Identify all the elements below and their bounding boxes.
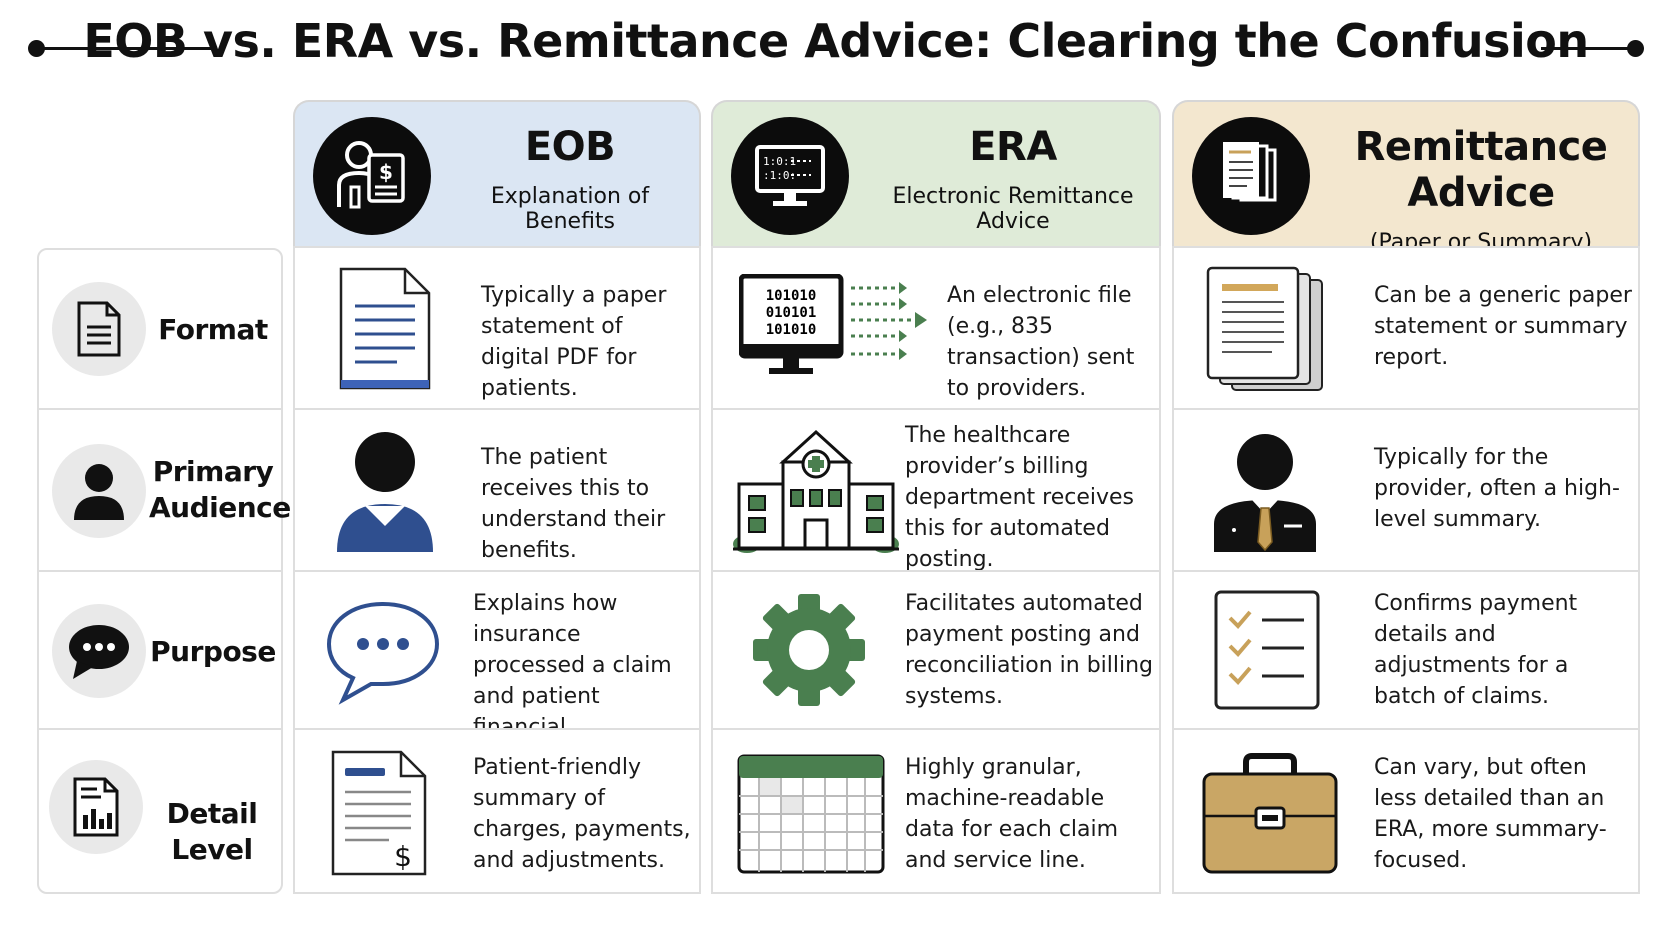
cell-audience-ra: Typically for the provider, often a high… — [1172, 408, 1640, 572]
cell-text: The healthcare provider’s billing depart… — [905, 423, 1135, 572]
person-with-statement-icon: $ — [313, 117, 431, 235]
cell-audience-era: The healthcare provider’s billing depart… — [711, 408, 1161, 572]
column-header-ra-text: Remittance Advice (Paper or Summary) — [1324, 124, 1638, 255]
cell-format-ra: Can be a generic paper statement or summ… — [1172, 246, 1640, 410]
row-label-format: Format — [37, 248, 283, 410]
document-icon — [52, 282, 146, 376]
spreadsheet-icon — [737, 754, 885, 874]
svg-text:$: $ — [394, 840, 412, 873]
cell-purpose-ra: Confirms payment details and adjustments… — [1172, 570, 1640, 730]
cell-text: Can vary, but often less detailed than a… — [1374, 755, 1607, 873]
row-label-purpose: Purpose — [37, 570, 283, 730]
column-header-eob: $ EOB Explanation of Benefits — [293, 100, 701, 246]
svg-text:$: $ — [379, 160, 393, 184]
cell-audience-eob: The patient receives this to understand … — [293, 408, 701, 572]
cell-text: Patient-friendly summary of charges, pay… — [473, 755, 691, 873]
row-label-primary-audience: Primary Audience — [37, 408, 291, 572]
row-label-text: Detail Level — [166, 797, 258, 866]
binary-monitor-icon: 101010 010101 101010 — [739, 274, 929, 384]
column-subtitle: Electronic Remittance Advice — [892, 184, 1134, 234]
cell-text: Confirms payment details and adjustments… — [1374, 591, 1578, 709]
chat-bubble-icon — [323, 598, 443, 706]
cell-text: Typically for the provider, often a high… — [1374, 445, 1620, 532]
column-subtitle: Explanation of Benefits — [490, 184, 650, 234]
column-title: EOB — [524, 124, 616, 170]
column-header-eob-text: EOB Explanation of Benefits — [445, 124, 695, 234]
column-header-era: 1:0:1 :1:0: ERA Electronic Remittance Ad… — [711, 100, 1161, 246]
invoice-icon: $ — [329, 748, 429, 878]
cell-text: The patient receives this to understand … — [481, 445, 666, 563]
cell-detail-ra: Can vary, but often less detailed than a… — [1172, 728, 1640, 894]
cell-detail-eob: $ Patient-friendly summary of charges, p… — [293, 728, 701, 894]
speech-bubble-icon — [52, 604, 146, 698]
cell-detail-era: Highly granular, machine-readable data f… — [711, 728, 1161, 894]
cell-purpose-era: Facilitates automated payment posting an… — [711, 570, 1161, 730]
computer-monitor-icon: 1:0:1 :1:0: — [731, 117, 849, 235]
cell-text: An electronic file (e.g., 835 transactio… — [947, 283, 1135, 401]
paper-stack-icon — [1202, 264, 1332, 394]
binary-line: 010101 — [766, 305, 817, 321]
hospital-icon — [733, 428, 899, 554]
column-header-era-text: ERA Electronic Remittance Advice — [863, 124, 1163, 234]
briefcase-icon — [1200, 752, 1340, 876]
svg-text::1:0:: :1:0: — [763, 169, 796, 182]
businessman-icon — [1210, 430, 1320, 554]
column-title: ERA — [969, 124, 1057, 170]
title-line-right — [1541, 47, 1636, 50]
title-dot-right — [1627, 40, 1644, 57]
cell-format-era: 101010 010101 101010 An electronic file — [711, 246, 1161, 410]
gear-icon — [751, 592, 867, 708]
row-label-detail-level: Detail Level — [37, 728, 283, 894]
checklist-icon — [1212, 588, 1322, 712]
person-icon — [52, 444, 146, 538]
document-page-icon — [335, 266, 435, 392]
cell-purpose-eob: Explains how insurance processed a claim… — [293, 570, 701, 771]
page-title: EOB vs. ERA vs. Remittance Advice: Clear… — [83, 14, 1589, 68]
document-stack-icon — [1192, 117, 1310, 235]
report-chart-icon — [49, 760, 143, 854]
cell-text: Typically a paper statement of digital P… — [481, 283, 667, 401]
cell-format-eob: Typically a paper statement of digital P… — [293, 246, 701, 410]
patient-icon — [335, 430, 435, 554]
cell-text: Highly granular, machine-readable data f… — [905, 755, 1119, 873]
title-bar: EOB vs. ERA vs. Remittance Advice: Clear… — [0, 0, 1672, 96]
cell-text: Can be a generic paper statement or summ… — [1374, 283, 1632, 370]
binary-line: 101010 — [766, 322, 817, 338]
column-title: Remittance Advice — [1354, 124, 1608, 216]
binary-line: 101010 — [766, 288, 817, 304]
svg-text:1:0:1: 1:0:1 — [763, 155, 796, 168]
row-label-text: Primary Audience — [149, 455, 291, 524]
row-label-text: Format — [158, 313, 268, 346]
title-line-left — [36, 47, 211, 50]
column-header-remittance-advice: Remittance Advice (Paper or Summary) — [1172, 100, 1640, 255]
cell-text: Facilitates automated payment posting an… — [905, 591, 1154, 709]
row-label-text: Purpose — [150, 635, 276, 668]
